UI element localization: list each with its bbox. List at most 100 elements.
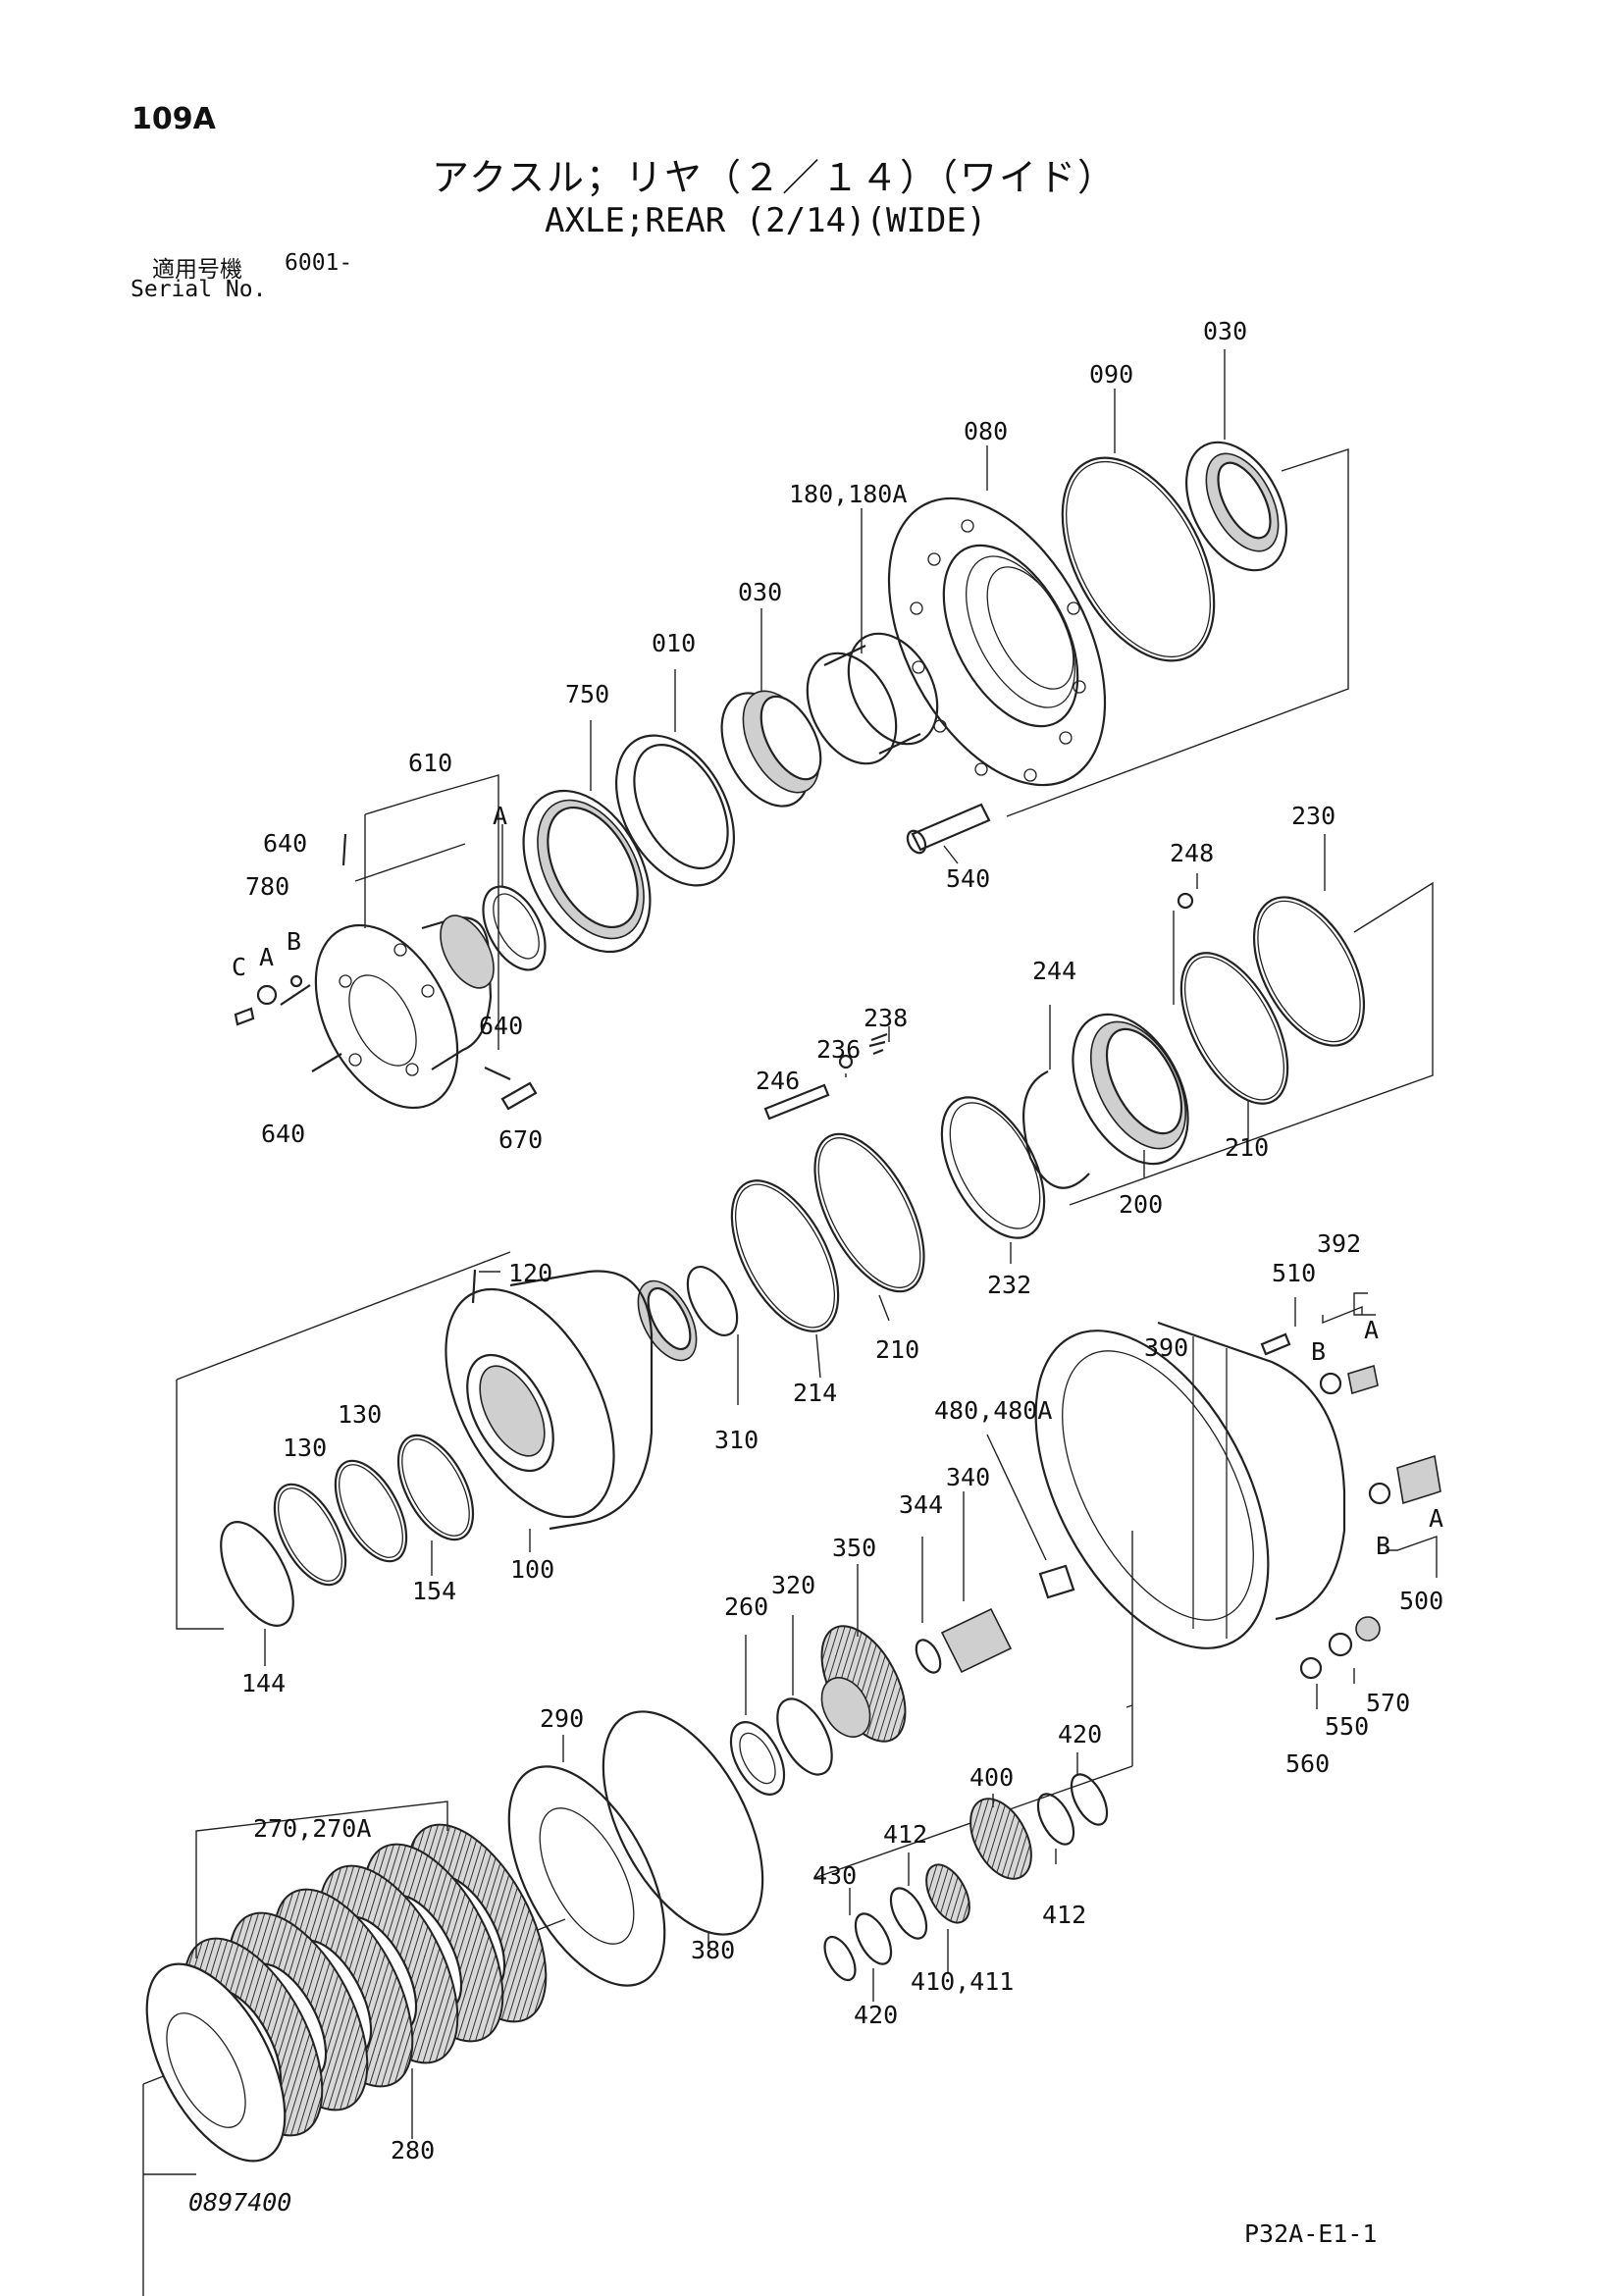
- callout-200: 200: [1119, 1190, 1163, 1219]
- marker-a-610: A: [259, 943, 274, 971]
- callout-246: 246: [756, 1067, 800, 1095]
- callout-412-b: 412: [883, 1820, 927, 1849]
- callout-640-bot: 640: [261, 1120, 305, 1148]
- callout-410: 410,411: [911, 1967, 1014, 1996]
- part-610-carrier: [314, 914, 495, 1110]
- callout-030-top: 030: [1203, 317, 1247, 345]
- title-english: AXLE;REAR (2/14)(WIDE): [545, 201, 987, 240]
- part-030-bearing-top: [1185, 441, 1287, 572]
- callout-labels: 030 090 080 180,180A 030 010 750 610 640…: [241, 317, 1443, 2165]
- part-540-stud-bolt: [906, 803, 991, 855]
- callout-238: 238: [864, 1004, 908, 1032]
- callout-090: 090: [1089, 360, 1133, 389]
- callout-430: 430: [812, 1861, 857, 1890]
- part-144-snap-ring: [220, 1521, 294, 1627]
- callout-236: 236: [816, 1035, 861, 1064]
- part-320-plate: [776, 1697, 833, 1776]
- part-500-plug: [1368, 1454, 1441, 1505]
- part-030-bearing: [720, 690, 822, 808]
- part-130-rings: [273, 1459, 408, 1587]
- callout-610: 610: [408, 749, 452, 777]
- part-270-280-clutch-plates: [145, 1823, 548, 2163]
- part-420-snap-ring-top: [1070, 1773, 1109, 1826]
- drawing-number: 0897400: [188, 2188, 292, 2217]
- part-232-plate: [940, 1096, 1046, 1239]
- part-340-shaft: [915, 1607, 1013, 1674]
- callout-290: 290: [540, 1704, 584, 1733]
- callout-232: 232: [987, 1271, 1031, 1299]
- part-750-seal: [522, 789, 652, 954]
- part-780-plugs: [234, 974, 303, 1026]
- callout-340: 340: [946, 1463, 990, 1491]
- part-640-pins: [280, 833, 511, 1080]
- marker-b-500: B: [1376, 1532, 1390, 1560]
- callout-640-top: 640: [263, 829, 307, 858]
- part-180-sleeve: [806, 632, 939, 765]
- part-154-ring: [396, 1434, 475, 1541]
- part-200-piston: [1072, 1013, 1189, 1166]
- callout-550: 550: [1325, 1712, 1369, 1741]
- marker-c-610: C: [232, 953, 246, 981]
- part-570-550-560-nuts: [1299, 1616, 1381, 1680]
- part-080-hub: [887, 496, 1107, 787]
- callout-100: 100: [510, 1555, 554, 1584]
- callout-280: 280: [391, 2136, 435, 2165]
- callout-130-b: 130: [283, 1434, 327, 1462]
- callout-260: 260: [724, 1592, 768, 1621]
- title-japanese: アクスル；リヤ（２／１４）（ワイド）: [432, 156, 1117, 199]
- callout-570: 570: [1366, 1689, 1410, 1717]
- serial-label-japanese: 適用号機: [152, 257, 242, 283]
- part-430-420-rings-bottom: [823, 1912, 893, 1982]
- callout-010: 010: [652, 629, 696, 657]
- callout-500: 500: [1399, 1587, 1443, 1615]
- callout-420-top: 420: [1058, 1720, 1102, 1748]
- callout-420-bot: 420: [854, 2001, 898, 2029]
- callout-510: 510: [1272, 1259, 1316, 1287]
- marker-a-ring: A: [493, 802, 507, 830]
- callout-392: 392: [1317, 1229, 1361, 1258]
- callout-244: 244: [1032, 957, 1076, 985]
- marker-b-610: B: [287, 927, 301, 956]
- callout-560: 560: [1285, 1749, 1330, 1778]
- callout-320: 320: [771, 1571, 815, 1599]
- part-244-snap-ring: [1022, 1070, 1090, 1189]
- callout-350: 350: [832, 1534, 876, 1562]
- marker-b-392: B: [1311, 1337, 1326, 1366]
- callout-270: 270,270A: [253, 1814, 371, 1843]
- callout-080: 080: [964, 417, 1008, 445]
- callout-154: 154: [412, 1577, 456, 1605]
- page-number: 109A: [131, 102, 216, 136]
- part-230-ring: [1252, 896, 1366, 1047]
- part-120-pin: [471, 1269, 477, 1304]
- callout-120: 120: [508, 1259, 552, 1287]
- callout-390: 390: [1144, 1333, 1188, 1362]
- part-248-nut: [1177, 892, 1194, 910]
- letter-markers: C A B A B A B A: [232, 802, 1443, 1560]
- callout-210-b: 210: [875, 1335, 919, 1364]
- callout-380: 380: [691, 1936, 735, 1964]
- callout-670: 670: [498, 1125, 543, 1154]
- callout-400: 400: [969, 1763, 1014, 1792]
- part-090-o-ring: [1061, 456, 1216, 662]
- marker-a-392: A: [1364, 1316, 1379, 1344]
- part-400-gear: [969, 1798, 1032, 1880]
- reference-code: P32A-E1-1: [1244, 2219, 1378, 2248]
- part-210-o-ring-b: [813, 1132, 925, 1293]
- callout-640-mid: 640: [479, 1012, 523, 1040]
- callout-214: 214: [793, 1379, 837, 1407]
- callout-750: 750: [565, 680, 609, 708]
- part-390-housing: [1034, 1321, 1346, 1649]
- part-210-o-ring-a: [1179, 952, 1289, 1105]
- callout-030: 030: [738, 578, 782, 606]
- callout-230: 230: [1291, 802, 1335, 830]
- part-480-plate: [1038, 1564, 1075, 1599]
- part-310-snap-ring: [637, 1266, 739, 1362]
- part-a-lock-ring: [482, 885, 547, 971]
- callout-180: 180,180A: [789, 480, 907, 508]
- part-260-washer: [729, 1721, 786, 1796]
- part-350-gear: [820, 1625, 907, 1743]
- leader-lines: [195, 349, 1438, 2139]
- callout-480: 480,480A: [934, 1396, 1052, 1425]
- callout-540: 540: [946, 864, 990, 893]
